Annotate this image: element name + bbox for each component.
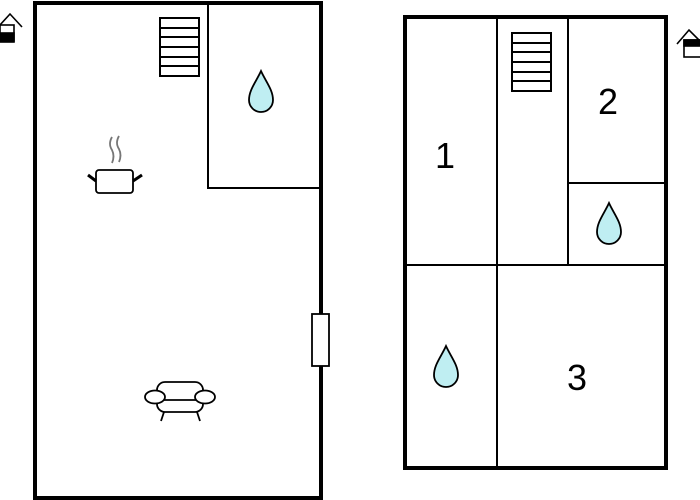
stairs-icon <box>159 17 200 77</box>
armchair-icon <box>144 381 216 422</box>
upper-floor-plan: 1 2 3 <box>403 15 668 470</box>
house-icon-lower <box>0 12 23 43</box>
room-label-3: 3 <box>567 357 587 398</box>
water-drop-icon <box>248 68 274 113</box>
inner-walls <box>405 17 666 468</box>
stairs-icon <box>511 32 552 92</box>
kitchen-pot-icon <box>87 135 143 194</box>
outer-wall <box>33 1 323 500</box>
bathroom-wall <box>207 3 321 189</box>
room-label-1: 1 <box>435 135 455 176</box>
room-label-2: 2 <box>598 81 618 122</box>
water-drop-icon <box>433 343 459 388</box>
house-icon-upper <box>676 28 700 58</box>
ground-floor-plan <box>33 1 330 500</box>
window-icon <box>311 313 330 367</box>
water-drop-icon <box>596 200 622 245</box>
outer-wall <box>403 15 668 470</box>
